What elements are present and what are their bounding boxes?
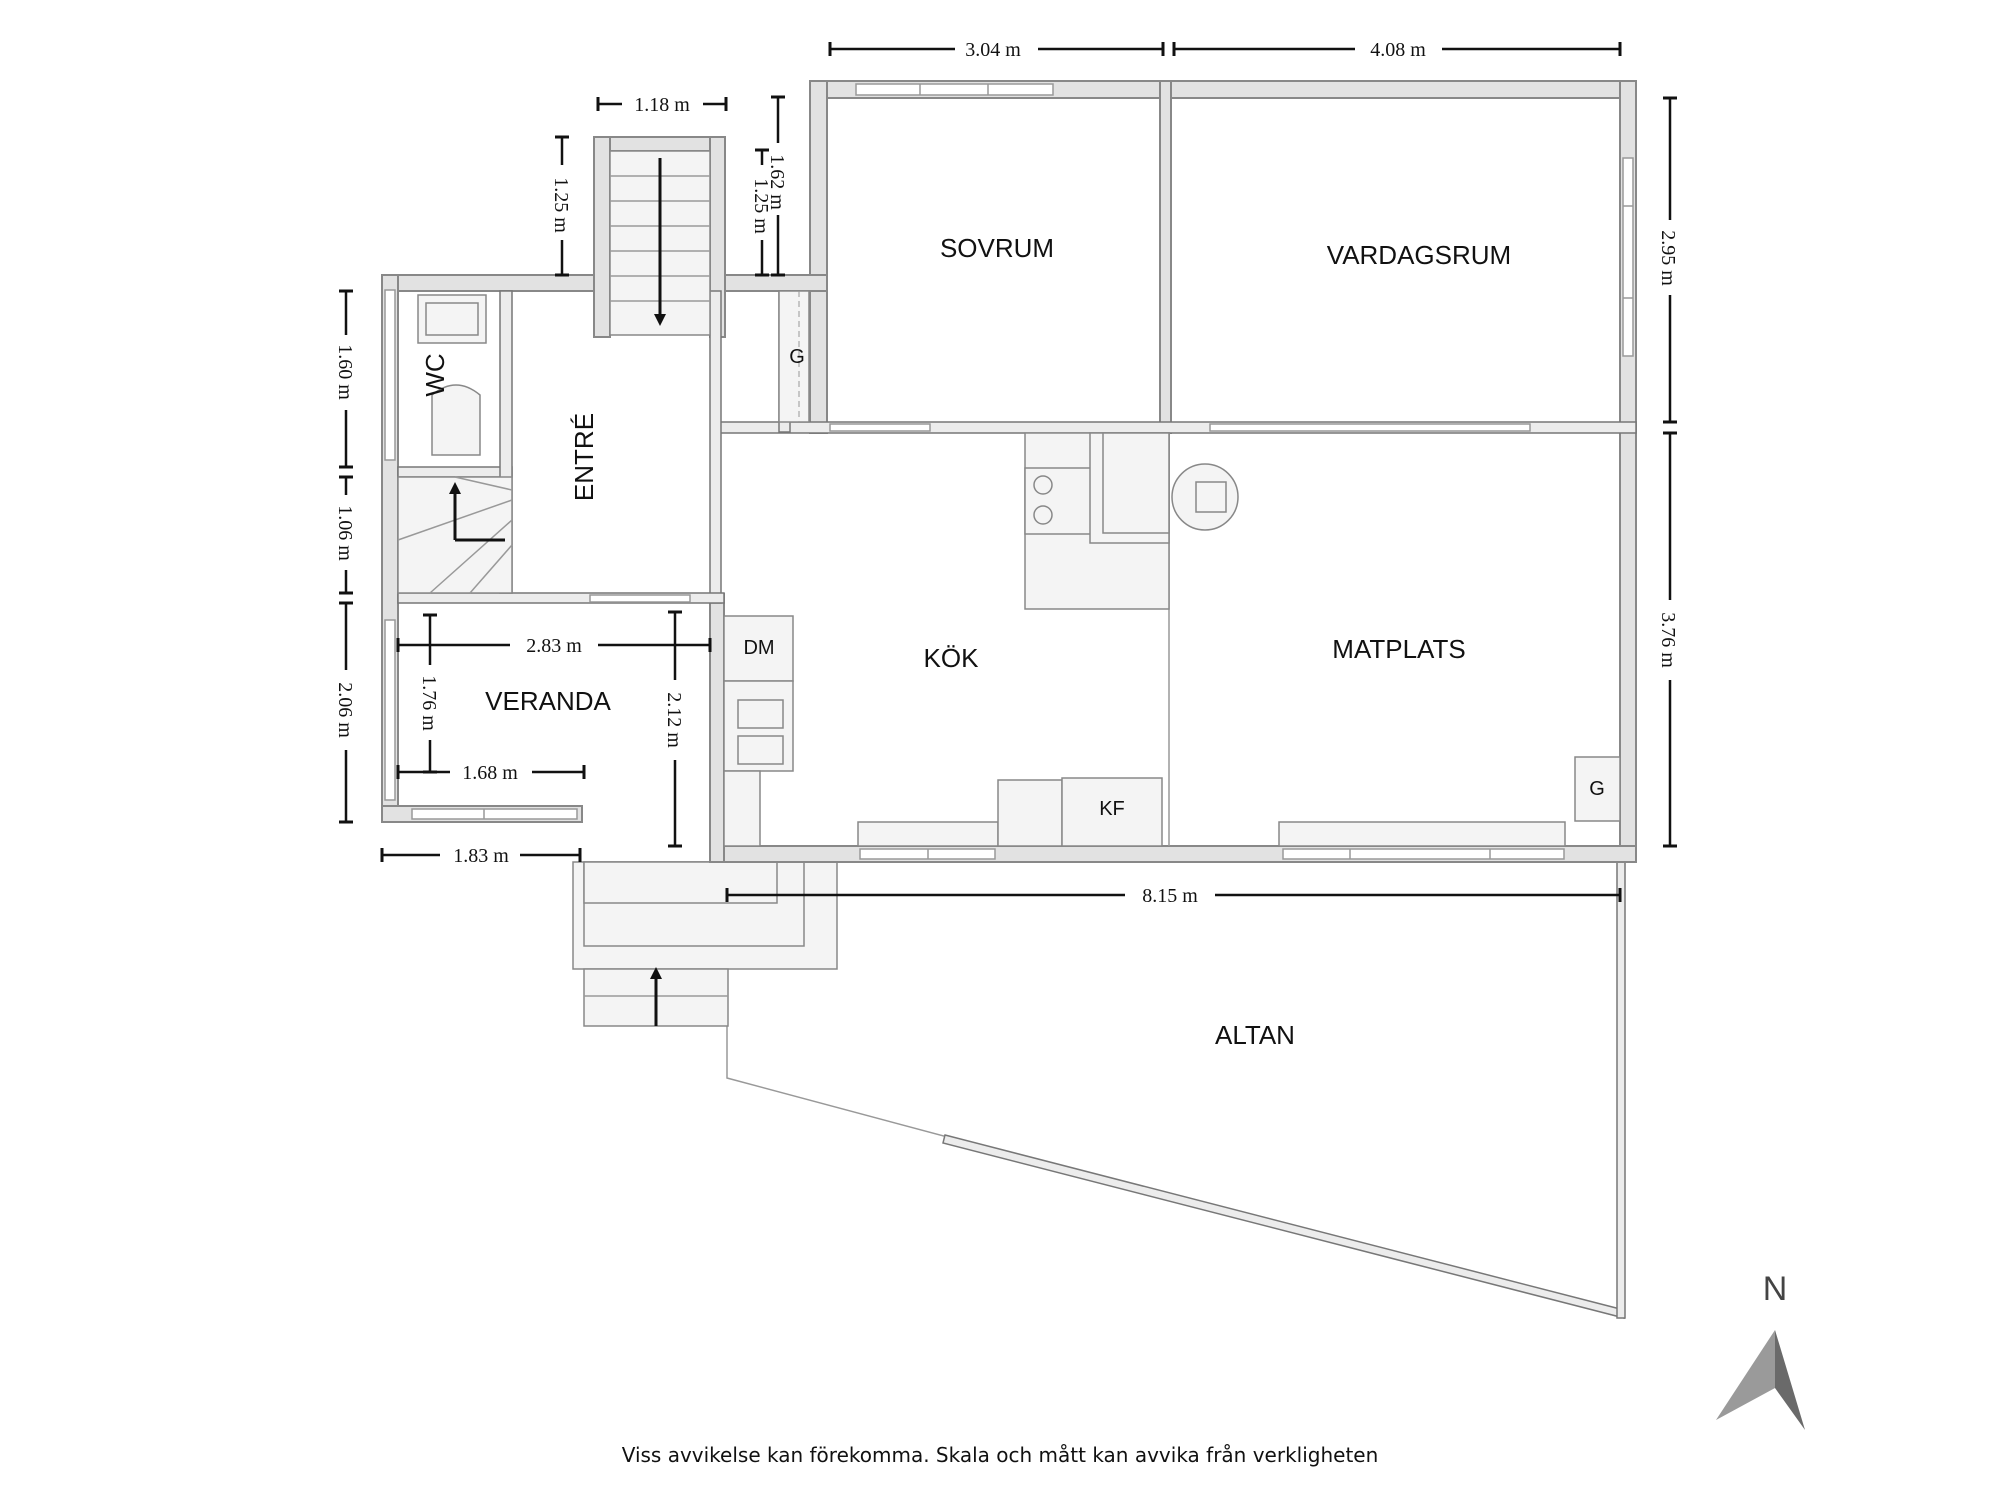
dim-stairwell-height: 1.06 m bbox=[334, 505, 356, 561]
altan-outline bbox=[726, 861, 1625, 1319]
kitchen-fixtures bbox=[723, 432, 1621, 847]
arrow-head-icon bbox=[650, 967, 662, 979]
windows bbox=[384, 83, 1634, 860]
dim-vardagsrum-width: 4.08 m bbox=[1370, 39, 1426, 61]
room-label-sovrum: SOVRUM bbox=[940, 233, 1054, 263]
dim-closet-b: 1.25 m bbox=[750, 178, 772, 234]
arrow-down-icon bbox=[654, 314, 666, 326]
dim-stair-height: 1.25 m bbox=[550, 177, 572, 233]
dim-matplats-height: 3.76 m bbox=[1657, 612, 1679, 668]
dishwasher bbox=[723, 615, 794, 682]
dim-veranda-depth: 1.76 m bbox=[418, 675, 440, 731]
fixture-label-dm: DM bbox=[743, 637, 774, 659]
room-label-vardagsrum: VARDAGSRUM bbox=[1327, 240, 1511, 270]
compass: N bbox=[1716, 1270, 1805, 1430]
fixture-label-g-entre: G bbox=[789, 346, 805, 368]
dim-veranda-height-outer: 2.06 m bbox=[334, 682, 356, 738]
dim-entry-width: 1.83 m bbox=[453, 845, 509, 867]
disclaimer-text: Viss avvikelse kan förekomma. Skala och … bbox=[621, 1443, 1379, 1467]
altan-deck bbox=[726, 860, 1626, 1319]
room-label-matplats: MATPLATS bbox=[1332, 634, 1465, 664]
fixture-label-kf: KF bbox=[1099, 798, 1125, 820]
dim-veranda-inner-width: 1.68 m bbox=[462, 762, 518, 784]
altan-railing bbox=[942, 1134, 1625, 1319]
dim-closet-a: 1.62 m bbox=[766, 154, 788, 210]
toilet-icon bbox=[431, 384, 481, 456]
dim-altan-width: 8.15 m bbox=[1142, 885, 1198, 907]
wc-fixtures bbox=[417, 294, 487, 456]
room-label-entre: ENTRÉ bbox=[569, 413, 599, 501]
room-label-altan: ALTAN bbox=[1215, 1020, 1295, 1050]
dim-stair-width: 1.18 m bbox=[634, 94, 690, 116]
dim-sovrum-width: 3.04 m bbox=[965, 39, 1021, 61]
dim-veranda-width: 2.83 m bbox=[526, 635, 582, 657]
altan-railing-east bbox=[1616, 860, 1626, 1319]
arrow-up-icon bbox=[449, 482, 461, 494]
room-label-kok: KÖK bbox=[924, 643, 980, 673]
stove-icon bbox=[1024, 467, 1093, 535]
room-label-veranda: VERANDA bbox=[485, 686, 611, 716]
dim-vardagsrum-height: 2.95 m bbox=[1657, 230, 1679, 286]
compass-north-label: N bbox=[1763, 1270, 1788, 1308]
dim-wc-height: 1.60 m bbox=[334, 344, 356, 400]
fixture-label-g-matplats: G bbox=[1589, 778, 1605, 800]
fridge-freezer bbox=[1061, 777, 1163, 847]
interior-walls bbox=[397, 290, 1637, 846]
staircase-basement bbox=[397, 476, 513, 594]
front-steps bbox=[572, 861, 838, 1027]
dimension-lines bbox=[339, 42, 1677, 902]
closet-matplats bbox=[1574, 756, 1621, 822]
compass-arrow-icon bbox=[1716, 1330, 1775, 1420]
staircase-up bbox=[609, 150, 711, 336]
room-label-wc: WC bbox=[420, 353, 450, 396]
dim-veranda-door-height: 2.12 m bbox=[663, 692, 685, 748]
closet-entre bbox=[778, 290, 810, 423]
